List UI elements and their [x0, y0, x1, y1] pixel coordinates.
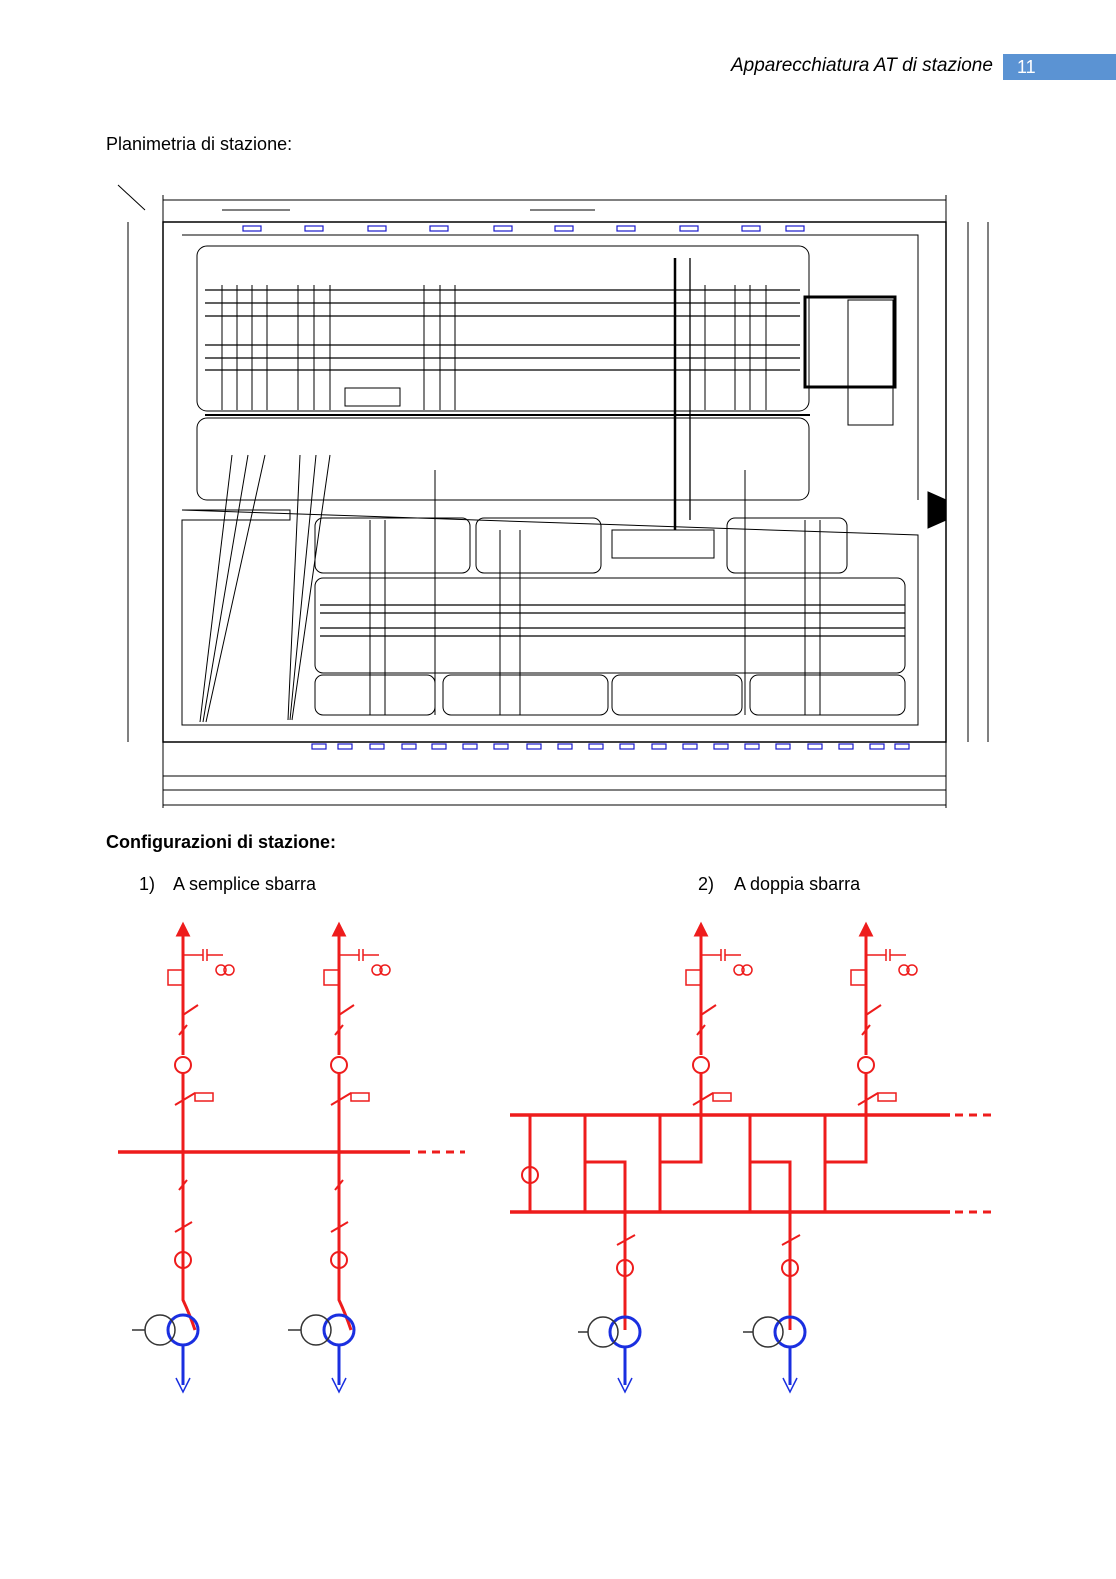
section-title-configurazioni: Configurazioni di stazione:: [106, 832, 336, 852]
config-2-diagram: [510, 923, 992, 1394]
header-title: Apparecchiatura AT di stazione: [731, 55, 993, 76]
config-1-label: A semplice sbarra: [173, 874, 317, 894]
config-2-number: 2): [698, 874, 715, 894]
section-title-planimetria: Planimetria di stazione:: [106, 134, 293, 154]
config-1-diagram: [118, 923, 465, 1394]
config-2-label: A doppia sbarra: [734, 874, 861, 894]
north-arrow-icon: [117, 184, 146, 211]
config-1-number: 1): [139, 874, 156, 894]
page-number: 11: [1003, 54, 1116, 80]
